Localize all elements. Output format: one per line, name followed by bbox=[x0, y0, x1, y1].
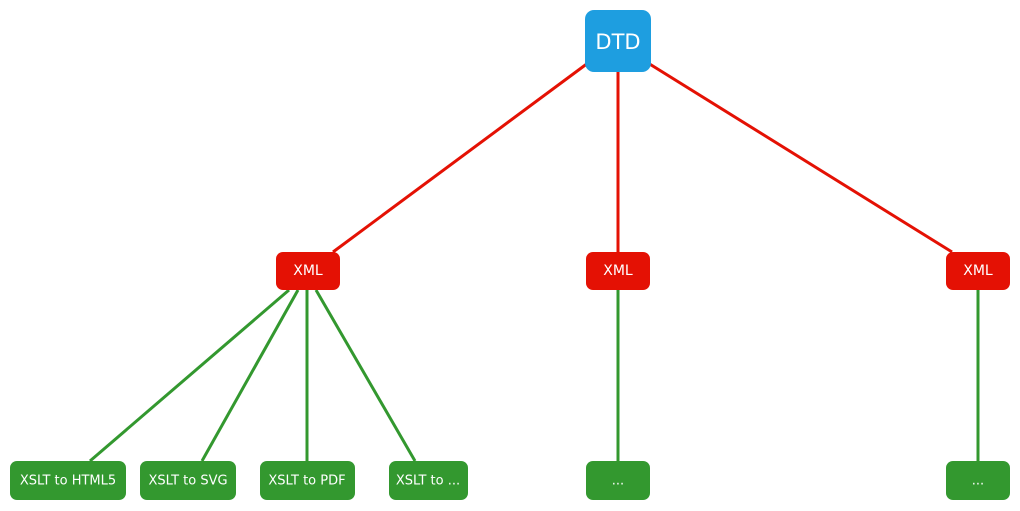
node-xslt-svg-box bbox=[140, 461, 236, 500]
edge-xml-1-xslt-svg bbox=[200, 289, 300, 462]
node-xml-2-label: XML bbox=[603, 263, 633, 279]
node-xslt-more-box bbox=[389, 461, 468, 500]
node-xml-1-label: XML bbox=[293, 263, 323, 279]
node-xslt-html5-label: XSLT to HTML5 bbox=[20, 474, 116, 489]
node-root-dtd: DTD bbox=[585, 10, 651, 72]
node-xslt-html5-box bbox=[10, 461, 126, 500]
edge-xml-1-xslt-more bbox=[314, 289, 417, 462]
node-xml-1-box bbox=[276, 252, 340, 290]
node-xslt-more: XSLT to ... bbox=[389, 461, 468, 500]
node-more-3-label: ... bbox=[972, 474, 984, 489]
node-more-3-box bbox=[946, 461, 1010, 500]
edge-root-xml-1 bbox=[332, 61, 589, 254]
node-more-2: ... bbox=[586, 461, 650, 500]
edges-layer bbox=[89, 61, 980, 463]
node-more-2-box bbox=[586, 461, 650, 500]
node-xslt-pdf-label: XSLT to PDF bbox=[268, 474, 345, 489]
edge-root-xml-3 bbox=[647, 61, 953, 254]
node-xslt-pdf: XSLT to PDF bbox=[260, 461, 355, 500]
node-root-box bbox=[585, 10, 651, 72]
node-xml-3-box bbox=[946, 252, 1010, 290]
edge-xml-1-xslt-html5 bbox=[89, 288, 290, 463]
node-xslt-svg: XSLT to SVG bbox=[140, 461, 236, 500]
node-xml-1: XML bbox=[276, 252, 340, 290]
node-xml-2-box bbox=[586, 252, 650, 290]
node-root-label: DTD bbox=[595, 30, 640, 54]
node-more-3: ... bbox=[946, 461, 1010, 500]
node-xslt-html5: XSLT to HTML5 bbox=[10, 461, 126, 500]
node-xml-3: XML bbox=[946, 252, 1010, 290]
node-xslt-pdf-box bbox=[260, 461, 355, 500]
node-xml-3-label: XML bbox=[963, 263, 993, 279]
node-xslt-more-label: XSLT to ... bbox=[396, 474, 460, 489]
node-more-2-label: ... bbox=[612, 474, 624, 489]
node-xml-2: XML bbox=[586, 252, 650, 290]
nodes-layer: DTD XML XML XML XSLT to HTML5 XSLT to SV… bbox=[10, 10, 1010, 500]
node-xslt-svg-label: XSLT to SVG bbox=[148, 474, 227, 489]
